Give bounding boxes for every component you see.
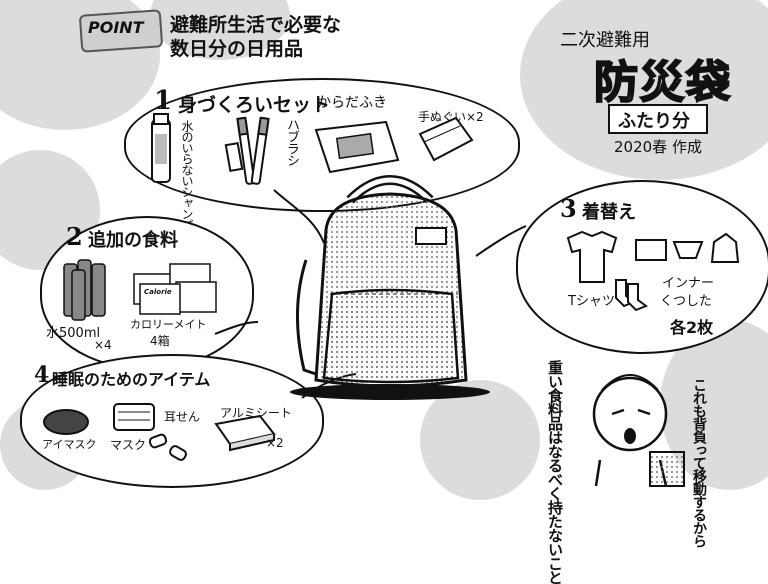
towel-icon bbox=[418, 116, 474, 162]
earplug-label: 耳せん bbox=[164, 410, 201, 424]
calorie-label: カロリーメイト bbox=[130, 318, 207, 331]
water-label: 水500ml bbox=[46, 326, 101, 341]
socks-label: くつした bbox=[660, 294, 713, 309]
earplug-icon bbox=[148, 433, 187, 461]
inner-shorts-icon bbox=[635, 232, 740, 263]
title-line1: 二次避難用 bbox=[560, 30, 650, 51]
toothbrush-icon bbox=[236, 116, 270, 185]
section3-arrow bbox=[475, 225, 527, 257]
speech-left: 重い食料品はなるべく持たないこと bbox=[546, 360, 564, 584]
backpack-tag bbox=[415, 227, 447, 245]
background-cloud bbox=[420, 380, 540, 500]
section1-illustrations bbox=[151, 113, 474, 244]
wipes-label: からだふき bbox=[317, 95, 387, 111]
character-backpack bbox=[649, 451, 685, 487]
shampoo-label: 水のいらないシャンプー bbox=[180, 120, 194, 241]
calorie-box-text: Calorie bbox=[144, 288, 172, 296]
section2-arrow bbox=[214, 321, 259, 335]
point-header: POINT 避難所生活で必要な 数日分の日用品 bbox=[72, 6, 372, 61]
toothpaste-icon bbox=[224, 141, 244, 173]
backpack-strap bbox=[295, 259, 317, 376]
each-label: 各2枚 bbox=[670, 318, 714, 337]
section4-number: 4 bbox=[34, 362, 50, 388]
mask-label: マスク bbox=[110, 438, 147, 452]
section3-illustrations bbox=[475, 225, 740, 312]
section3-number: 3 bbox=[560, 194, 577, 223]
water-bottles-icon bbox=[63, 259, 106, 321]
backpack-shadow bbox=[290, 384, 490, 400]
section3-title: 着替え bbox=[582, 202, 636, 223]
sheet-qty: ×2 bbox=[266, 436, 284, 450]
section1-arrow bbox=[273, 189, 325, 244]
point-line1: 避難所生活で必要な bbox=[170, 14, 342, 36]
title-sub-box bbox=[608, 104, 708, 134]
tshirt-icon bbox=[566, 230, 618, 283]
section1-title: 身づくろいセット bbox=[178, 94, 331, 116]
section2-illustrations bbox=[63, 259, 259, 335]
eyemask-icon bbox=[43, 409, 89, 435]
inner-label: インナー bbox=[662, 276, 715, 291]
section4-title: 睡眠のためのアイテム bbox=[52, 370, 211, 389]
point-badge-label: POINT bbox=[88, 18, 144, 37]
section2-title: 追加の食料 bbox=[88, 230, 178, 251]
character-illustration bbox=[592, 374, 685, 487]
title-sub: ふたり分 bbox=[618, 111, 690, 132]
body-wipes-icon bbox=[314, 120, 400, 174]
title-date: 2020春 作成 bbox=[614, 138, 702, 156]
face-mask-icon bbox=[113, 403, 155, 431]
section2-number: 2 bbox=[66, 222, 83, 251]
calorie-mate-boxes-icon bbox=[133, 263, 217, 315]
water-qty: ×4 bbox=[94, 338, 112, 352]
shampoo-bottle-icon bbox=[151, 113, 171, 183]
section1-number: 1 bbox=[154, 86, 173, 116]
backpack-front-pocket bbox=[322, 288, 460, 384]
towel-label: 手ぬぐい×2 bbox=[418, 110, 484, 124]
backpack-illustration bbox=[290, 175, 490, 400]
tshirt-label: Tシャツ bbox=[568, 294, 615, 309]
speech-right: これも背負って移動するから bbox=[691, 378, 707, 547]
socks-icon bbox=[615, 279, 649, 312]
aluminum-sheet-icon bbox=[214, 414, 276, 452]
eyemask-label: アイマスク bbox=[42, 438, 97, 451]
background-cloud bbox=[520, 0, 768, 180]
section4-illustrations bbox=[43, 373, 357, 461]
title-block: 二次避難用 防災袋 ふたり分 2020春 作成 bbox=[560, 18, 760, 158]
sheet-label: アルミシート bbox=[220, 406, 292, 420]
point-line2: 数日分の日用品 bbox=[170, 38, 304, 60]
calorie-qty: 4箱 bbox=[150, 334, 170, 348]
character-head bbox=[592, 376, 668, 452]
section3-bubble bbox=[516, 180, 768, 354]
toothbrush-label: ハブラシ bbox=[284, 118, 299, 166]
title-main: 防災袋 bbox=[593, 56, 732, 109]
